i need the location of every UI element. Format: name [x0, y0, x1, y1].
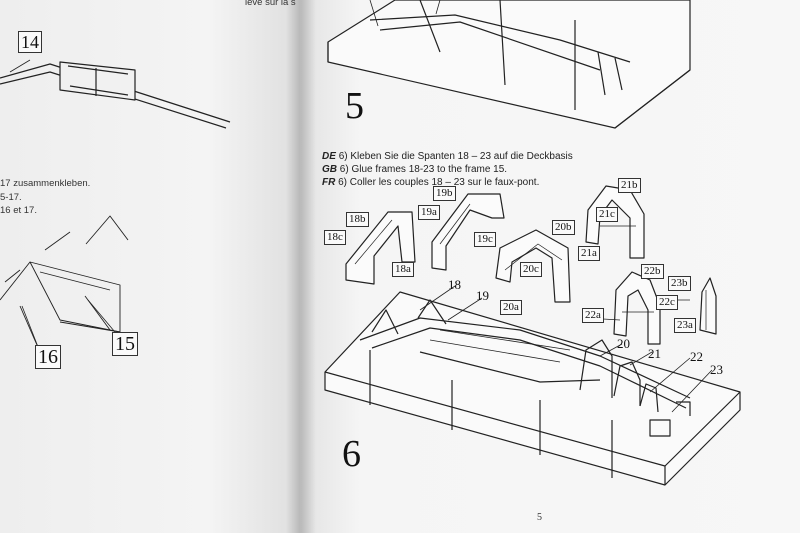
label-19: 19 [476, 288, 489, 303]
part-label-14: 14 [18, 31, 42, 53]
part-label-16: 16 [35, 345, 61, 369]
label-23: 23 [710, 362, 723, 377]
label-20c: 20c [520, 262, 542, 277]
label-21c: 21c [596, 207, 618, 222]
frame-22 [613, 271, 661, 345]
left-frame-drawing [0, 215, 129, 353]
left-text-line1: 17 zusammenkleben. [0, 178, 91, 189]
step-number-6: 6 [342, 433, 361, 475]
frame-19 [431, 193, 505, 271]
label-18b: 18b [346, 212, 369, 227]
label-23b: 23b [668, 276, 691, 291]
label-22c: 22c [656, 295, 678, 310]
label-22b: 22b [641, 264, 664, 279]
label-20: 20 [617, 336, 630, 351]
label-21b: 21b [618, 178, 641, 193]
frame-23 [699, 277, 717, 335]
step5-assembly [327, 0, 691, 129]
instruction-gb: GB 6) Glue frames 18-23 to the frame 15. [322, 164, 508, 175]
label-19c: 19c [474, 232, 496, 247]
left-hull-drawing [0, 59, 231, 129]
step-number-5: 5 [345, 85, 364, 127]
label-18: 18 [448, 277, 461, 292]
instruction-de: DE 6) Kleben Sie die Spanten 18 – 23 auf… [322, 151, 573, 162]
left-text-top: ieve sur la s [245, 0, 296, 8]
part-label-15: 15 [112, 332, 138, 356]
left-text-line3: 16 et 17. [0, 205, 37, 216]
label-23a: 23a [674, 318, 696, 333]
book-gutter [286, 0, 316, 533]
left-text-line2: 5-17. [0, 192, 22, 203]
label-20b: 20b [552, 220, 575, 235]
page-number: 5 [537, 512, 542, 523]
step6-assembly [324, 291, 741, 486]
left-page [0, 0, 300, 533]
label-19b: 19b [433, 186, 456, 201]
label-20a: 20a [500, 300, 522, 315]
label-21a: 21a [578, 246, 600, 261]
frame-20 [495, 229, 571, 303]
label-19a: 19a [418, 205, 440, 220]
instruction-fr: FR 6) Coller les couples 18 – 23 sur le … [322, 177, 540, 188]
label-22: 22 [690, 349, 703, 364]
frame-18 [345, 211, 416, 285]
label-21: 21 [648, 346, 661, 361]
label-18a: 18a [392, 262, 414, 277]
label-22a: 22a [582, 308, 604, 323]
label-18c: 18c [324, 230, 346, 245]
